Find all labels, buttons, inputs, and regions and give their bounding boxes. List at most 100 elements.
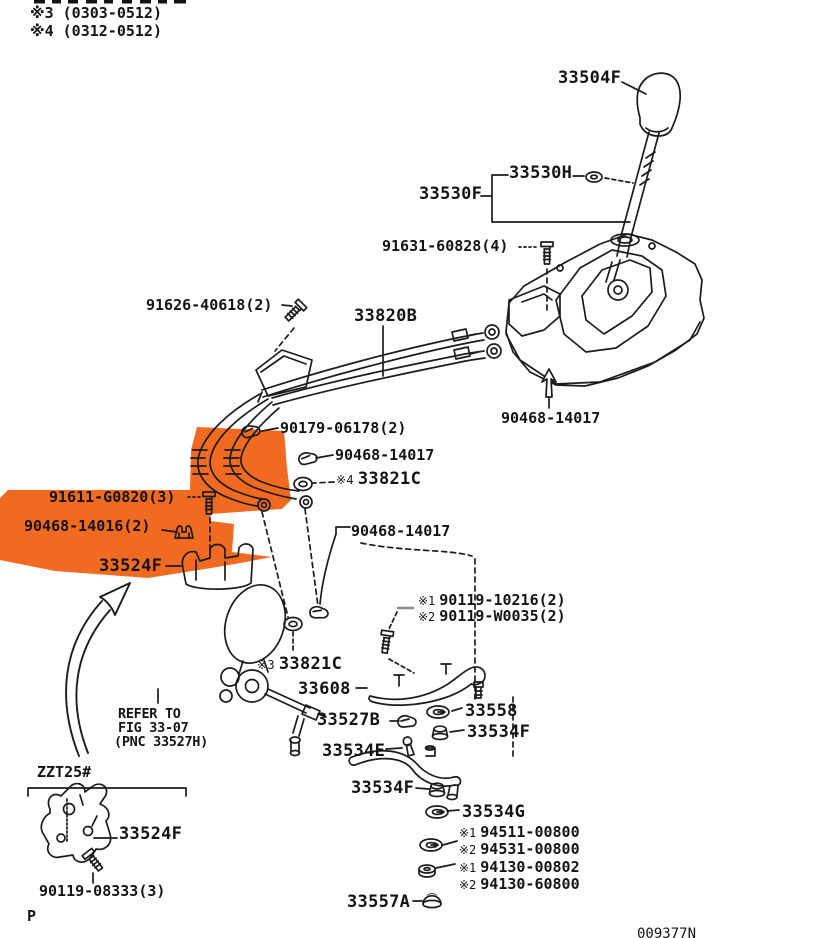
label-33557A: 33557A [347,894,410,911]
part-number-text: 33608 [298,679,351,699]
label-doc-code: 009377N [637,927,696,938]
shift-cables-art [190,324,502,512]
part-number-text: 91626-40618(2) [146,296,273,314]
label-90468-14017-mid1: 90468-14017 [335,448,434,463]
part-number-text: 91611-G0820(3) [49,488,176,506]
shift-lever-shaft-art [616,131,660,258]
part-number-text: 33557A [347,892,411,912]
label-33530H: 33530H [509,165,572,182]
label-90468-14017-right: 90468-14017 [501,411,600,426]
part-number-text: 90468-14017 [501,409,601,427]
ref-mark: ※2 [418,610,436,624]
label-note-4: ※4 (0312-0512) [30,24,162,39]
part-number-text: 90179-06178(2) [280,419,407,437]
label-90468-14017-mid2: 90468-14017 [351,524,450,539]
part-number-text: 33530F [419,184,483,204]
selector-link-art [348,745,462,801]
label-33527B: 33527B [317,712,380,729]
part-number-text: 33821C [278,654,343,674]
part-number-text: 94130-60800 [480,875,580,893]
label-33558: 33558 [465,703,518,720]
label-90179-06178: 90179-06178(2) [280,421,406,436]
ref-mark: ※1 [459,861,477,875]
part-number-text: P [27,907,37,925]
arrow-up-icon [541,368,557,409]
ref-mark: ※3 [257,658,275,672]
label-91626-40618: 91626-40618(2) [146,298,272,313]
bushing-ring-icon [572,171,634,184]
part-number-text: 94511-00800 [480,823,580,841]
inner-lever-art [219,584,327,757]
part-number-text: 33558 [465,701,518,721]
part-number-text: (PNC 33527H) [114,734,208,750]
part-number-text: 33534E [322,741,386,761]
label-33524F-bottom: 33524F [119,826,182,843]
leader-lines [157,508,514,758]
ref-mark: ※4 [336,473,354,487]
ref-mark: ※1 [418,594,436,608]
part-number-text: FIG 33-07 [118,720,189,736]
label-33524F-mid: 33524F [99,558,162,575]
part-number-text: 33534F [467,722,531,742]
label-33534G: 33534G [462,804,525,821]
label-33820B: 33820B [354,308,417,325]
label-page-mark: P [27,909,36,924]
part-number-text: 33534G [462,802,526,822]
ref-mark: ※1 [459,826,477,840]
label-33534E: 33534E [322,743,385,760]
curved-arrow-icon [65,582,131,757]
part-number-text: 33820B [354,306,418,326]
label-91611-G0820: 91611-G0820(3) [49,490,175,505]
part-number-text: 90468-14017 [335,446,435,464]
zzt-bracket-art [27,782,187,863]
cable-bracket-art [165,543,254,590]
label-refer-1: REFER TO [118,706,181,722]
ref-mark: ※2 [459,878,477,892]
part-number-text: 90468-14017 [351,522,451,540]
part-number-text: 33524F [99,556,163,576]
part-number-text: 90468-14016(2) [24,517,151,535]
label-91631-60828: 91631-60828(4) [382,239,508,254]
label-refer-3: (PNC 33527H) [114,734,208,750]
label-note-3: ※3 (0303-0512) [30,6,162,21]
shift-knob-art [621,72,682,137]
part-number-text: ※3 (0303-0512) [30,4,162,22]
part-number-text: 33534F [351,778,415,798]
part-number-text: 33524F [119,824,183,844]
label-90468-14016: 90468-14016(2) [24,519,150,534]
part-number-text: 90119-10216(2) [439,591,566,609]
label-refer-2: FIG 33-07 [118,720,189,736]
highlight-region [0,427,291,578]
label-33530F: 33530F [419,186,482,203]
part-number-text: 90119-W0035(2) [439,607,566,625]
label-33534F-b: 33534F [351,780,414,797]
part-number-text: 90119-08333(3) [39,882,166,900]
label-33534F-a: 33534F [467,724,530,741]
part-number-text: ZZT25# [37,763,92,781]
label-zzt25: ZZT25# [37,765,91,780]
label-33608: 33608 [298,681,351,698]
part-number-text: 33530H [509,163,573,183]
part-number-text: 33821C [357,469,422,489]
outer-lever-art [355,663,486,706]
part-number-text: 33527B [317,710,381,730]
shifter-housing-art [505,233,705,387]
ref-mark: ※2 [459,843,477,857]
part-number-text: REFER TO [118,706,181,722]
cover-bracket-lines [480,174,631,223]
part-number-text: 94531-00800 [480,840,580,858]
part-number-text: 94130-00802 [480,858,580,876]
part-number-text: 33504F [558,68,622,88]
label-90119-08333: 90119-08333(3) [39,884,165,899]
